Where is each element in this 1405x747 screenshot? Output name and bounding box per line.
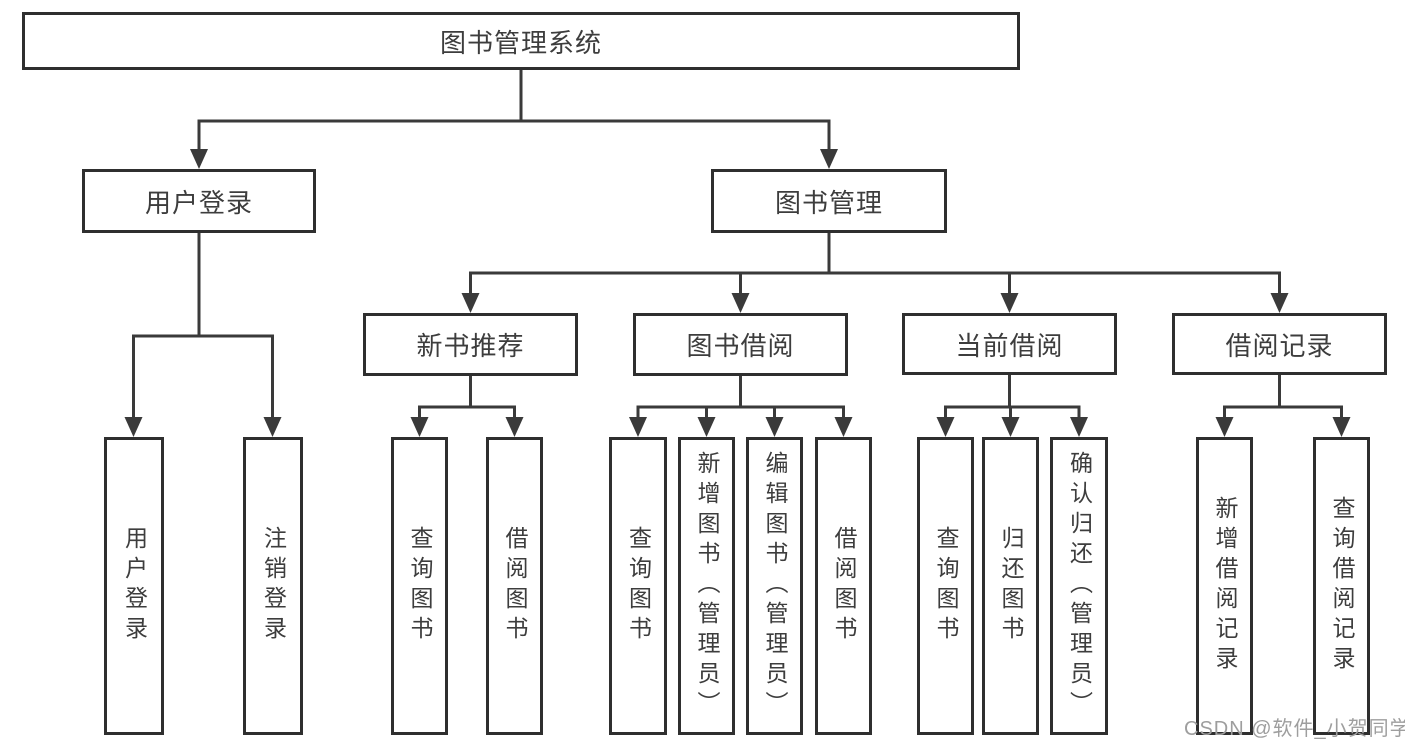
leaf-user-login: 用户登录 xyxy=(104,437,164,735)
leaf-query-books-borrow-label: 查询图书 xyxy=(625,526,652,646)
leaf-query-books-current-label: 查询图书 xyxy=(933,526,959,646)
leaf-return-books-label: 归还图书 xyxy=(998,526,1024,646)
leaf-add-borrow-record-label: 新增借阅记录 xyxy=(1212,496,1238,676)
connector-currentborrow-to-leaves xyxy=(936,373,1088,437)
leaf-logout-label: 注销登录 xyxy=(260,526,287,646)
leaf-borrow-books-label: 借阅图书 xyxy=(831,526,857,646)
node-current-borrow: 当前借阅 xyxy=(902,313,1117,375)
node-new-book-recommend: 新书推荐 xyxy=(363,313,578,376)
leaf-return-books: 归还图书 xyxy=(982,437,1039,735)
leaf-user-login-label: 用户登录 xyxy=(121,526,148,646)
node-book-management: 图书管理 xyxy=(711,169,947,233)
node-book-borrow: 图书借阅 xyxy=(633,313,848,376)
leaf-add-books-admin: 新增图书（管理员） xyxy=(678,437,735,735)
connector-newbookrec-to-leaves xyxy=(410,374,524,437)
leaf-query-books-recommend: 查询图书 xyxy=(391,437,448,735)
leaf-confirm-return-admin: 确认归还（管理员） xyxy=(1050,437,1108,735)
connector-root-to-level2 xyxy=(190,68,838,169)
connector-bookborrow-to-leaves xyxy=(629,374,853,437)
connector-bookmgmt-to-level3 xyxy=(461,231,1289,313)
leaf-query-borrow-record: 查询借阅记录 xyxy=(1313,437,1370,735)
leaf-edit-books-admin-label: 编辑图书（管理员） xyxy=(762,451,788,721)
node-borrow-records: 借阅记录 xyxy=(1172,313,1387,375)
leaf-add-books-admin-label: 新增图书（管理员） xyxy=(694,451,720,721)
connector-userlogin-to-leaves xyxy=(124,231,282,437)
leaf-query-borrow-record-label: 查询借阅记录 xyxy=(1329,496,1355,676)
leaf-logout: 注销登录 xyxy=(243,437,303,735)
leaf-confirm-return-admin-label: 确认归还（管理员） xyxy=(1066,451,1093,721)
connector-borrowrecords-to-leaves xyxy=(1215,373,1351,437)
node-library-system: 图书管理系统 xyxy=(22,12,1020,70)
leaf-query-books-current: 查询图书 xyxy=(917,437,974,735)
leaf-borrow-books-recommend: 借阅图书 xyxy=(486,437,543,735)
leaf-query-books-borrow: 查询图书 xyxy=(609,437,667,735)
leaf-borrow-books-recommend-label: 借阅图书 xyxy=(502,526,528,646)
node-user-login: 用户登录 xyxy=(82,169,316,233)
leaf-add-borrow-record: 新增借阅记录 xyxy=(1196,437,1253,735)
leaf-borrow-books: 借阅图书 xyxy=(815,437,872,735)
csdn-watermark: CSDN @软件_小贺同学 xyxy=(1184,718,1405,740)
leaf-query-books-recommend-label: 查询图书 xyxy=(407,526,433,646)
leaf-edit-books-admin: 编辑图书（管理员） xyxy=(746,437,803,735)
